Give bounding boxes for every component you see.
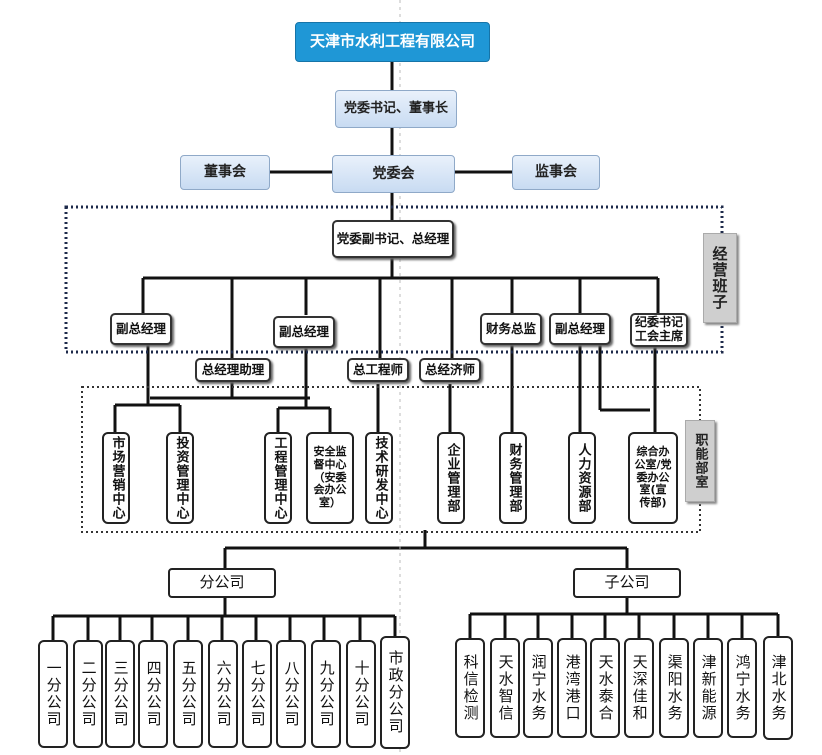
- dept-hr: 人力资源部: [568, 432, 596, 524]
- branch-company: 一分公司: [38, 640, 68, 748]
- branch-company: 九分公司: [311, 640, 341, 748]
- branch-company: 六分公司: [208, 640, 238, 748]
- dept-finance: 财务管理部: [499, 432, 527, 524]
- branch-header: 分公司: [168, 568, 276, 598]
- management-team-label: 经营班子: [703, 233, 737, 323]
- cfo-box: 财务总监: [480, 313, 542, 345]
- dept-safety: 安全监督中心（安委会办公室）: [306, 432, 354, 524]
- subsidiary-company: 润宁水务: [523, 638, 553, 738]
- dept-engineering: 工程管理中心: [264, 432, 292, 524]
- dept-general-office: 综合办公室/党委办公室(宣传部): [628, 432, 678, 524]
- branch-company: 四分公司: [138, 640, 168, 748]
- functional-dept-label: 职能部室: [685, 420, 715, 502]
- board-box: 董事会: [180, 155, 270, 190]
- branch-company: 市政分公司: [380, 636, 410, 749]
- party-committee-box: 党委会: [332, 155, 455, 193]
- dept-marketing: 市场营销中心: [102, 432, 130, 524]
- subsidiary-header: 子公司: [573, 568, 681, 598]
- chief-economist-box: 总经济师: [419, 358, 481, 382]
- subsidiary-company: 天水智信: [490, 638, 520, 738]
- subsidiary-company: 科信检测: [455, 638, 485, 738]
- general-manager-box: 党委副书记、总经理: [332, 220, 454, 258]
- subsidiary-company: 天水泰合: [590, 638, 620, 738]
- vp3-box: 副总经理: [549, 313, 611, 345]
- supervisory-board-box: 监事会: [512, 155, 600, 190]
- subsidiary-company: 渠阳水务: [659, 638, 689, 738]
- dept-tech-rd: 技术研发中心: [365, 432, 393, 524]
- dept-investment: 投资管理中心: [166, 432, 194, 524]
- branch-company: 八分公司: [276, 640, 306, 748]
- discipline-box: 纪委书记 工会主席: [630, 313, 688, 347]
- branch-company: 三分公司: [105, 640, 135, 748]
- subsidiary-company: 鸿宁水务: [727, 638, 757, 738]
- subsidiary-company: 天深佳和: [624, 638, 654, 738]
- subsidiary-company: 港湾港口: [557, 638, 587, 738]
- branch-company: 五分公司: [173, 640, 203, 748]
- vp1-box: 副总经理: [110, 313, 172, 345]
- branch-company: 七分公司: [242, 640, 272, 748]
- company-title: 天津市水利工程有限公司: [295, 22, 490, 62]
- dept-enterprise-mgmt: 企业管理部: [437, 432, 465, 524]
- party-secretary-box: 党委书记、董事长: [335, 90, 457, 128]
- chief-engineer-box: 总工程师: [347, 358, 409, 382]
- gm-assistant-box: 总经理助理: [195, 358, 271, 382]
- branch-company: 十分公司: [346, 640, 376, 748]
- subsidiary-company: 津北水务: [763, 636, 793, 740]
- branch-company: 二分公司: [73, 640, 103, 748]
- vp2-box: 副总经理: [273, 316, 335, 348]
- subsidiary-company: 津新能源: [693, 638, 723, 738]
